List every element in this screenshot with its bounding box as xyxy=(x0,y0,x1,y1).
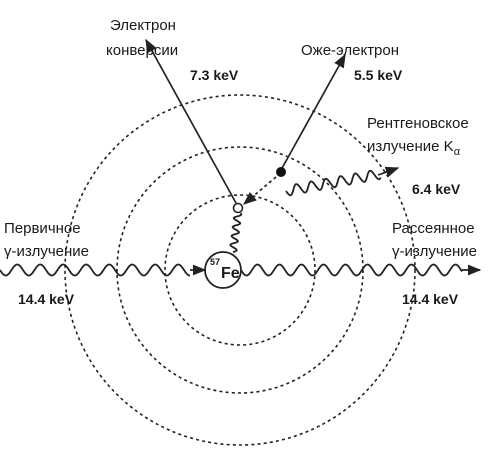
nucleus-symbol: Fe xyxy=(221,265,240,282)
nucleus-mass-number: 57 xyxy=(210,257,220,267)
scattered-gamma-label-1: Рассеянное xyxy=(392,220,475,237)
scattered-gamma-wave xyxy=(240,263,463,277)
xray-label-2: излучение Kα xyxy=(367,138,461,158)
xray-energy: 6.4 keV xyxy=(412,181,461,197)
auger-electron-energy: 5.5 keV xyxy=(354,67,403,83)
electron-transition-arrow xyxy=(242,176,277,205)
nucleus xyxy=(204,251,242,289)
primary-gamma-wave xyxy=(0,263,190,277)
xray-arrow xyxy=(377,166,400,178)
conversion-electron-energy: 7.3 keV xyxy=(190,67,239,83)
electron-shell-outer xyxy=(64,94,416,446)
xray-label-2-text: излучение K xyxy=(367,138,454,155)
auger-electron-arrow xyxy=(280,53,346,171)
primary-gamma-energy: 14.4 keV xyxy=(18,291,75,307)
xray-alpha-subscript: α xyxy=(454,146,461,158)
xray-wave xyxy=(285,169,382,197)
shell-vacancy xyxy=(232,202,244,214)
conversion-electron-label-1: Электрон xyxy=(110,17,176,34)
outer-electron xyxy=(276,167,286,177)
xray-label-1: Рентгеновское xyxy=(367,115,469,132)
primary-gamma-label-1: Первичное xyxy=(4,220,81,237)
scattered-gamma-energy: 14.4 keV xyxy=(402,291,459,307)
conversion-electron-arrow xyxy=(145,38,237,204)
auger-electron-label: Оже-электрон xyxy=(301,42,399,59)
internal-conversion-wave xyxy=(229,212,243,253)
scattered-gamma-label-2: γ-излучение xyxy=(392,243,477,260)
electron-shell-inner xyxy=(164,194,316,346)
conversion-electron-label-2: конверсии xyxy=(106,42,178,59)
primary-gamma-label-2: γ-излучение xyxy=(4,243,89,260)
